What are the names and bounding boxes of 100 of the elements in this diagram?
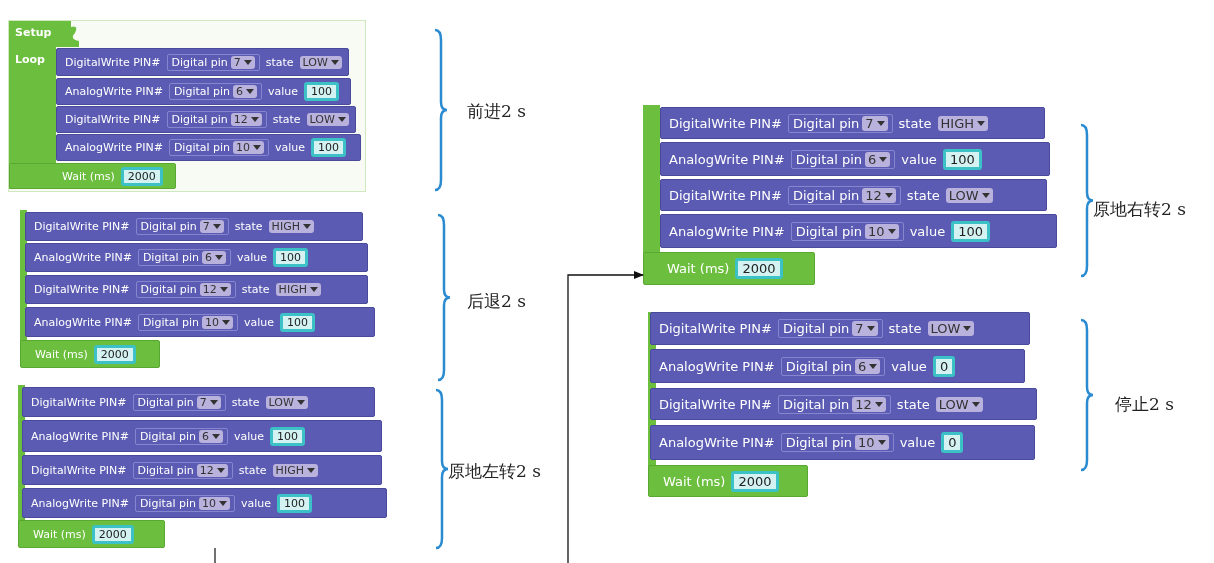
block-label: DigitalWrite PIN# — [65, 55, 161, 69]
number-field: 0 — [932, 355, 956, 377]
slot-label: Digital pin — [142, 315, 200, 329]
block-label: AnalogWrite PIN# — [669, 223, 785, 239]
analog-write-block — [56, 78, 351, 105]
block-label: value — [275, 141, 306, 154]
analog-write-block — [650, 349, 1025, 383]
number-field: 2000 — [731, 470, 779, 492]
step-label: 后退2 s — [467, 290, 526, 313]
number-field: 100 — [951, 220, 990, 242]
dropdown: HIGH — [275, 283, 321, 296]
slot-label: Digital pin — [785, 435, 853, 450]
slot-label: Digital pin — [137, 463, 194, 477]
setup-loop-block — [8, 20, 366, 192]
dropdown: 10 — [233, 141, 265, 154]
block-label: value — [241, 496, 272, 510]
block-label: DigitalWrite PIN# — [34, 220, 130, 233]
block-label: DigitalWrite PIN# — [65, 113, 161, 126]
slot-label: Digital pin — [792, 187, 860, 203]
block-label: AnalogWrite PIN# — [34, 251, 132, 264]
block-label: value — [909, 223, 946, 239]
digital-write-block — [25, 275, 368, 304]
block-label: state — [238, 463, 267, 477]
dropdown: LOW — [306, 113, 349, 126]
dropdown: HIGH — [268, 220, 314, 233]
dropdown: 10 — [865, 223, 899, 239]
dropdown: 12 — [852, 396, 886, 412]
block-label: value — [899, 435, 936, 450]
block-label: state — [272, 113, 301, 126]
dropdown: LOW — [299, 55, 342, 69]
block-label: DigitalWrite PIN# — [659, 321, 772, 336]
number-field: 100 — [311, 138, 347, 157]
slot-label: Digital pin — [140, 220, 197, 233]
block-label: value — [268, 85, 299, 98]
slot-label: Digital pin — [171, 113, 228, 126]
block-label: Wait (ms) — [62, 169, 115, 183]
digital-write-block — [650, 312, 1030, 345]
block-label: state — [241, 283, 270, 296]
arrow — [567, 271, 644, 563]
wait-block — [643, 252, 815, 285]
dropdown: 12 — [230, 113, 262, 126]
block-label: Wait (ms) — [33, 527, 86, 541]
slot-label: Digital pin — [173, 141, 231, 154]
block-label: state — [265, 55, 294, 69]
block-label: Wait (ms) — [667, 261, 730, 276]
block-label: Setup — [15, 26, 52, 39]
dropdown: 6 — [199, 429, 224, 443]
dropdown: 7 — [196, 395, 221, 409]
dropdown: 12 — [196, 463, 228, 477]
block-label: DigitalWrite PIN# — [669, 115, 782, 131]
digital-write-block — [22, 387, 375, 417]
number-field: 100 — [304, 82, 340, 101]
number-field: 2000 — [120, 166, 163, 186]
analog-write-block — [25, 307, 375, 337]
wait-block — [9, 163, 176, 189]
block-label: Wait (ms) — [35, 347, 88, 361]
dropdown: 10 — [855, 435, 889, 450]
step-label: 原地左转2 s — [448, 460, 541, 483]
digital-write-block — [22, 455, 382, 485]
dropdown: 7 — [199, 220, 224, 233]
dropdown: 10 — [199, 496, 231, 510]
digital-write-block — [56, 106, 356, 133]
slot-label: Digital pin — [140, 283, 197, 296]
block-label: AnalogWrite PIN# — [669, 151, 785, 167]
analog-write-block — [660, 214, 1057, 248]
number-field: 100 — [280, 312, 316, 332]
dropdown: 10 — [202, 315, 234, 329]
block-label: value — [901, 151, 937, 167]
digital-write-block — [660, 179, 1047, 211]
number-field: 2000 — [93, 344, 136, 364]
slot-label: Digital pin — [782, 321, 850, 336]
digital-write-block — [660, 107, 1045, 139]
dropdown: 7 — [852, 321, 878, 336]
wait-block — [648, 465, 808, 497]
number-field: 2000 — [91, 524, 134, 544]
analog-write-block — [660, 142, 1050, 176]
dropdown: LOW — [265, 395, 308, 409]
analog-write-block — [22, 488, 387, 518]
block-label: Loop — [15, 53, 45, 66]
slot-label: Digital pin — [173, 85, 231, 98]
dropdown: LOW — [945, 187, 993, 203]
wait-block — [20, 340, 160, 368]
slot-label: Digital pin — [139, 496, 197, 510]
block-label: state — [234, 220, 263, 233]
block-label: state — [888, 321, 922, 336]
slot-label: Digital pin — [795, 223, 863, 239]
digital-write-block — [25, 212, 363, 241]
block-label: AnalogWrite PIN# — [65, 85, 163, 98]
block-label: AnalogWrite PIN# — [659, 435, 775, 450]
dropdown: HIGH — [272, 463, 318, 477]
analog-write-block — [56, 134, 361, 161]
block-label: value — [891, 358, 927, 374]
block-label: value — [237, 251, 268, 264]
dropdown: 7 — [862, 115, 888, 131]
wait-block — [18, 520, 165, 548]
block-label: AnalogWrite PIN# — [34, 315, 132, 329]
dropdown: 6 — [865, 151, 891, 167]
dropdown: 6 — [855, 358, 881, 374]
dropdown: 12 — [199, 283, 231, 296]
number-field: 100 — [942, 148, 982, 170]
